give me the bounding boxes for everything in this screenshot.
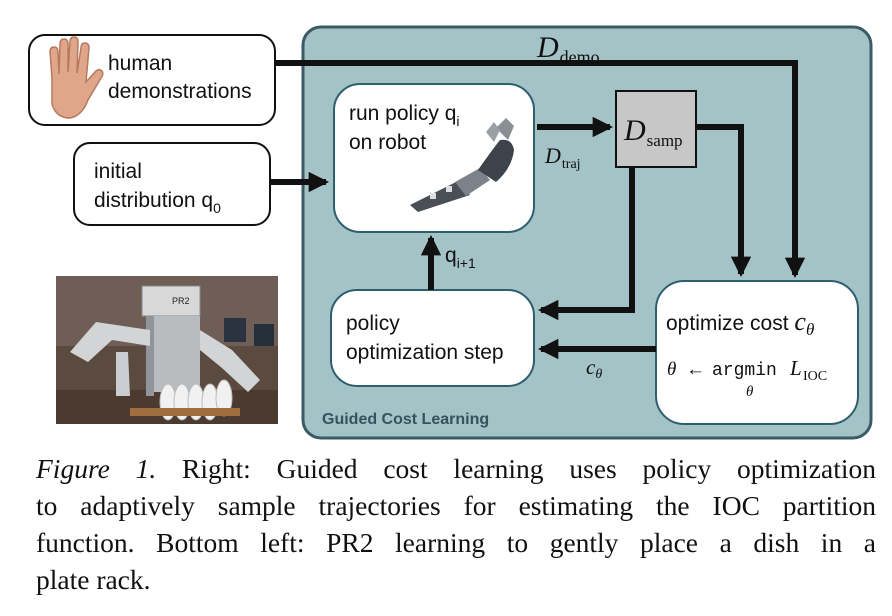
run-policy-line2: on robot xyxy=(349,131,426,154)
policy-optimization-line1: policy xyxy=(346,312,400,335)
policy-optimization-line2: optimization step xyxy=(346,341,504,364)
initial-distribution-line2: distribution q0 xyxy=(94,189,221,216)
caption-line-1-text: Right: Guided cost learning uses policy … xyxy=(156,453,877,484)
policy-optimization-node: policy optimization step xyxy=(330,289,535,387)
svg-text:L: L xyxy=(789,356,802,380)
samp-label: Dsamp xyxy=(623,114,683,150)
diagram-svg: Guided Cost Learning human demonstration… xyxy=(28,25,873,440)
arrow-samp-to-optimize xyxy=(696,124,752,278)
ioc-formula: θ ← argmin L IOC θ xyxy=(667,356,827,400)
caption-line-3: function. Bottom left: PR2 learning to g… xyxy=(36,527,876,558)
initial-distribution-node: initial distribution q0 xyxy=(73,142,271,226)
svg-text:IOC: IOC xyxy=(803,369,827,384)
human-demonstrations-line1: human xyxy=(108,52,172,75)
optimize-cost-title: optimize cost cθ xyxy=(666,307,814,339)
robot-arm-icon xyxy=(410,118,514,212)
run-policy-node: run policy qi on robot xyxy=(333,83,535,233)
edge-label-c-theta: cθ xyxy=(586,355,602,382)
pr2-plate-label: PR2 xyxy=(172,296,190,306)
edge-label-traj: Dtraj xyxy=(544,143,581,172)
run-policy-line1: run policy qi xyxy=(349,102,460,129)
edge-label-q-next: qi+1 xyxy=(445,244,476,271)
panel-title: Guided Cost Learning xyxy=(322,411,489,428)
hand-icon xyxy=(49,36,104,119)
edge-label-demo: Ddemo xyxy=(536,31,600,67)
human-demonstrations-node: human demonstrations xyxy=(28,34,276,126)
initial-distribution-line1: initial xyxy=(94,160,142,183)
figure-caption: Figure 1. Right: Guided cost learning us… xyxy=(36,450,876,598)
caption-line-1: Figure 1. Right: Guided cost learning us… xyxy=(36,450,876,487)
svg-text:θ: θ xyxy=(746,384,754,400)
arrow-demo xyxy=(275,60,806,279)
svg-text:←: ← xyxy=(686,359,705,380)
caption-line-2: to adaptively sample trajectories for es… xyxy=(36,490,876,521)
arrow-samp-to-policy xyxy=(537,167,635,321)
svg-text:θ: θ xyxy=(667,359,676,380)
svg-text:argmin: argmin xyxy=(712,361,777,381)
caption-line-4: plate rack. xyxy=(36,564,151,595)
samp-node: Dsamp xyxy=(615,90,697,168)
pr2-photo: PR2 xyxy=(56,276,278,424)
human-demonstrations-line2: demonstrations xyxy=(108,80,252,103)
figure-label: Figure 1. xyxy=(36,453,157,484)
optimize-cost-node: optimize cost cθ θ ← argmin L IOC θ xyxy=(655,280,859,425)
